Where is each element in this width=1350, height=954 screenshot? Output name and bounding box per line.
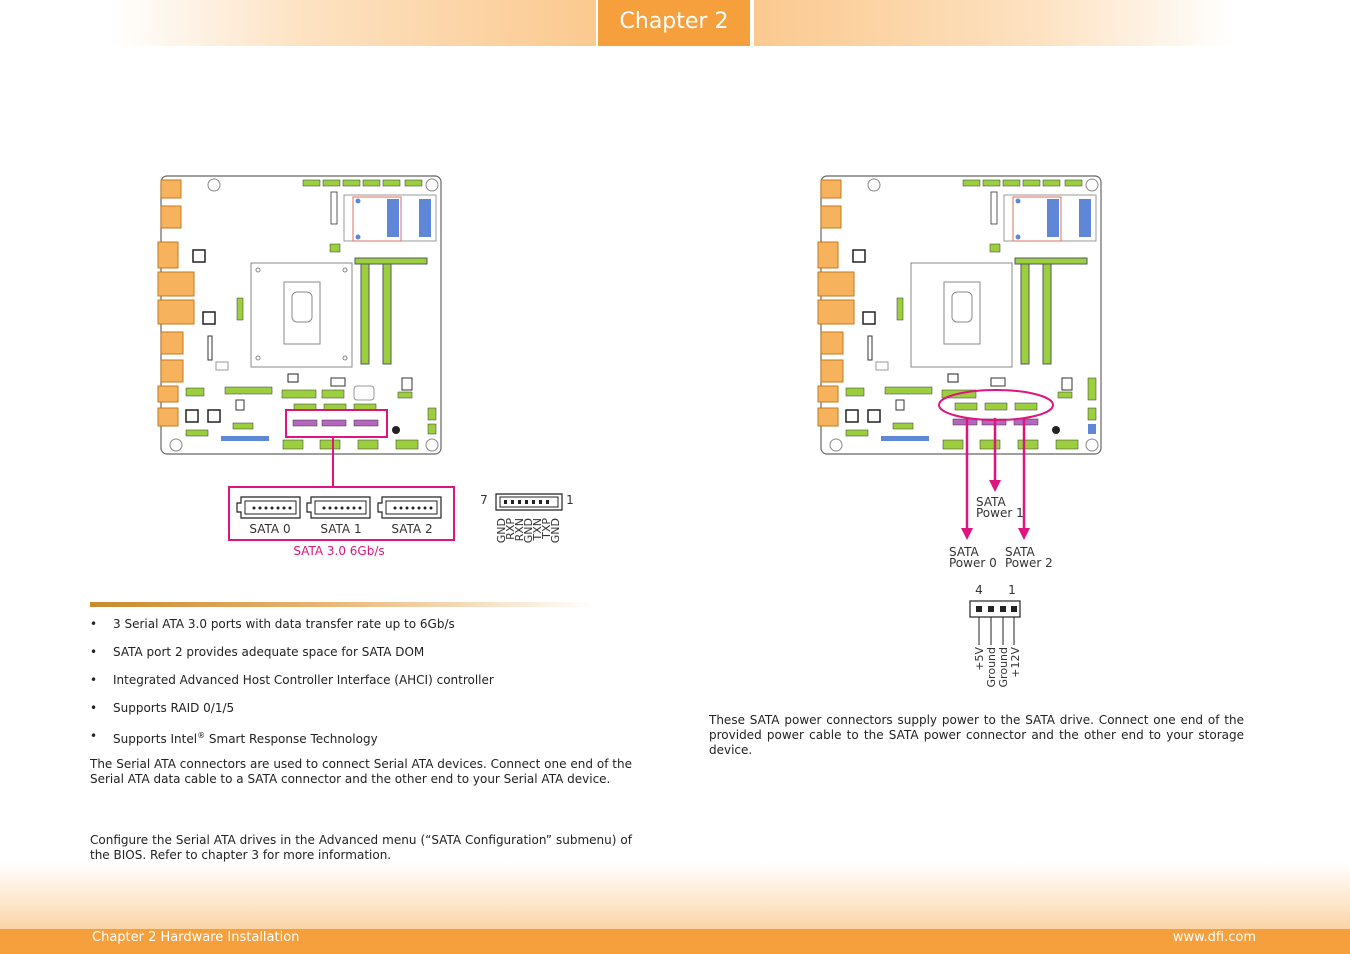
sata-pin-1-label: 1 — [566, 493, 574, 507]
feature-text: Smart Response Technology — [205, 732, 378, 746]
sata-callout-box — [228, 486, 455, 541]
power-pin-name: +5V — [973, 647, 986, 671]
sata-power-2-connector — [1014, 402, 1038, 411]
sata-config-note: Configure the Serial ATA drives in the A… — [90, 833, 632, 862]
sata-2-label: SATA 2 — [391, 522, 432, 536]
sata-pin-name: GND — [522, 518, 535, 543]
sata-power-0-label-line1: SATA — [949, 545, 980, 559]
section-divider — [90, 602, 595, 607]
power-pin-name: Ground — [985, 647, 998, 687]
sata-power-2-label-line1: SATA — [1005, 545, 1036, 559]
sata-power-board-diagram: SATA Power 1 SATA Power 0 SATA Power 2 4… — [817, 175, 1102, 687]
sata-power-0-label-line2: Power 0 — [949, 556, 997, 570]
feature-item: SATA port 2 provides adequate space for … — [90, 644, 650, 672]
header-band-left — [110, 0, 596, 46]
sata-power-2-label-line2: Power 2 — [1005, 556, 1053, 570]
sata-pin-name: GND — [549, 518, 562, 543]
sata-power-1-label-line1: SATA — [976, 495, 1007, 509]
feature-item: Supports Intel® Smart Response Technolog… — [90, 728, 650, 756]
sata-1-label: SATA 1 — [320, 522, 361, 536]
footer-website-link[interactable]: www.dfi.com — [1172, 930, 1256, 945]
feature-text: Supports Intel — [113, 732, 198, 746]
chapter-tab[interactable]: Chapter 2 — [598, 0, 750, 46]
power-pin-4-label: 4 — [975, 583, 983, 597]
power-pin-name: Ground — [997, 647, 1010, 687]
sata-pin-7-label: 7 — [480, 493, 488, 507]
sata-pin-name: TXN — [531, 518, 544, 541]
sata-pin-name: GND — [495, 518, 508, 543]
feature-item: Integrated Advanced Host Controller Inte… — [90, 672, 650, 700]
feature-item: Supports RAID 0/1/5 — [90, 700, 650, 728]
sata-pin-name: TXP — [540, 518, 553, 540]
sata-pin-name: RXN — [513, 518, 526, 541]
sata-2-connector — [353, 419, 379, 427]
sata-power-description: These SATA power connectors supply power… — [709, 713, 1244, 757]
header-band-right — [754, 0, 1234, 46]
feature-item: 3 Serial ATA 3.0 ports with data transfe… — [90, 616, 650, 644]
sata-0-label: SATA 0 — [249, 522, 290, 536]
sata-pinout-drawing — [495, 493, 563, 511]
sata-pin-name: RXP — [504, 518, 517, 540]
footer-gradient — [0, 862, 1350, 930]
sata-power-1-label-line2: Power 1 — [976, 506, 1024, 520]
power-pin-1-label: 1 — [1008, 583, 1016, 597]
sata-port-2-drawing — [377, 496, 442, 519]
sata-board-diagram: SATA 0 SATA 1 SATA 2 SATA 3.0 6Gb/s 7 1 … — [157, 175, 574, 558]
sata-port-0-drawing — [236, 496, 301, 519]
footer-bar — [0, 929, 1350, 954]
power-pin-name: +12V — [1009, 647, 1022, 678]
sata-caption: SATA 3.0 6Gb/s — [293, 544, 384, 558]
feature-list: 3 Serial ATA 3.0 ports with data transfe… — [90, 616, 650, 756]
sata-power-0-connector — [954, 402, 978, 411]
sata-1-connector — [321, 419, 347, 427]
sata-highlight-box — [285, 409, 388, 438]
sata-port-1-drawing — [306, 496, 371, 519]
sata-power-1-connector — [984, 402, 1008, 411]
registered-mark: ® — [197, 731, 206, 740]
sata-0-connector — [292, 419, 318, 427]
sata-description: The Serial ATA connectors are used to co… — [90, 757, 632, 786]
footer-section-title: Chapter 2 Hardware Installation — [92, 930, 300, 945]
power-pinout-drawing — [969, 600, 1021, 645]
